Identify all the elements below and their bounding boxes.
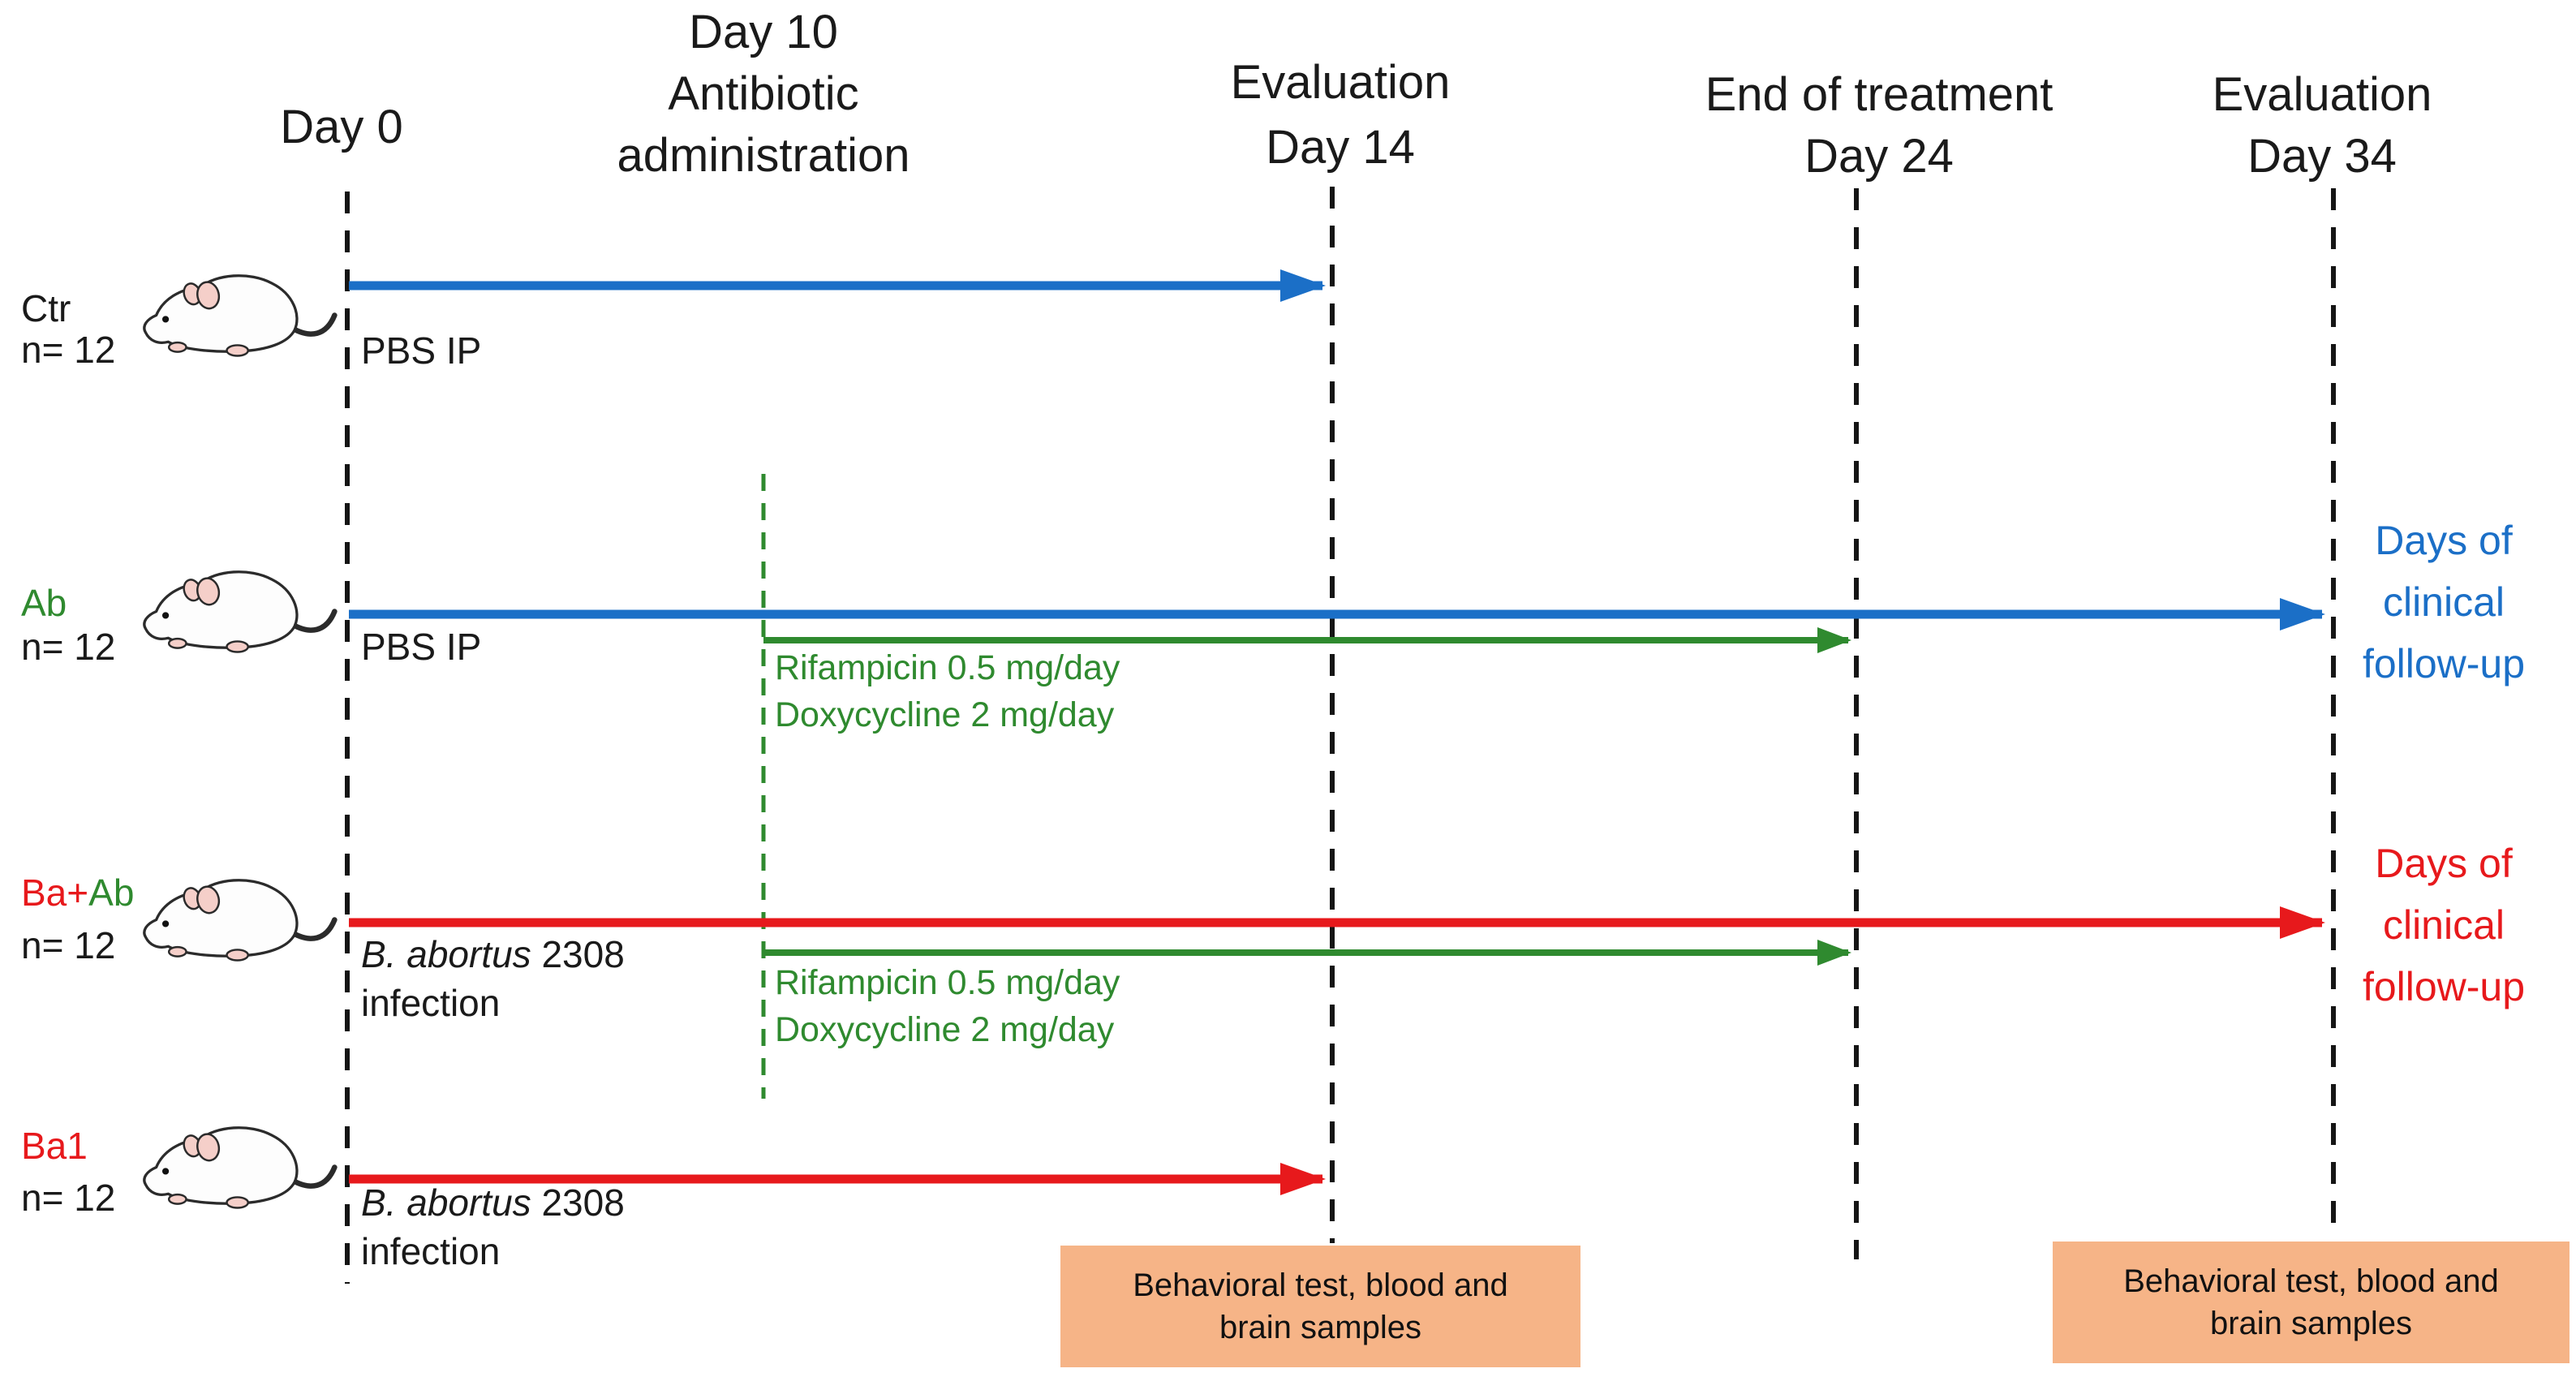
ab-treatment-label: Rifampicin 0.5 mg/day Doxycycline 2 mg/d… <box>775 644 1120 738</box>
header-line: Day 34 <box>2247 130 2397 183</box>
header-line: Day 10 <box>689 6 838 58</box>
group-n-ab: n= 12 <box>21 626 116 668</box>
header-line: End of treatment <box>1705 68 2053 121</box>
samples-box-line2: brain samples <box>2209 1306 2412 1341</box>
day14-samples-box: Behavioral test, blood and brain samples <box>1060 1246 1580 1367</box>
infection-line2: infection <box>361 982 501 1024</box>
followup-line1: Days of <box>2375 518 2513 563</box>
ba-ab-infection-label: B. abortus 2308 infection <box>361 930 625 1027</box>
treatment-line2: Doxycycline 2 mg/day <box>775 695 1115 734</box>
samples-box-line1: Behavioral test, blood and <box>2123 1263 2499 1299</box>
ctr-injection-label: PBS IP <box>361 329 482 372</box>
ba-ab-treatment-label: Rifampicin 0.5 mg/day Doxycycline 2 mg/d… <box>775 959 1120 1053</box>
samples-box-line1: Behavioral test, blood and <box>1133 1267 1508 1303</box>
species-name: B. abortus <box>361 1181 531 1224</box>
infection-line1: B. abortus 2308 <box>361 930 625 979</box>
group-n-ba-ab: n= 12 <box>21 924 116 966</box>
mouse-icon <box>144 1128 335 1208</box>
mouse-icon <box>144 276 335 356</box>
ab-followup-label: Days of clinical follow-up <box>2330 510 2557 695</box>
ba-ab-followup-label: Days of clinical follow-up <box>2330 833 2557 1018</box>
species-name: B. abortus <box>361 933 531 975</box>
ba1-infection-label: B. abortus 2308 infection <box>361 1178 625 1276</box>
infection-line2: infection <box>361 1230 501 1272</box>
group-label-ba1: Ba1 <box>21 1125 88 1167</box>
header-line: Day 24 <box>1804 130 1954 183</box>
header-line: Evaluation <box>2212 68 2432 121</box>
infection-line1: B. abortus 2308 <box>361 1178 625 1227</box>
group-label-ctr: Ctr <box>21 287 71 329</box>
followup-line3: follow-up <box>2362 641 2526 686</box>
header-line: Day 0 <box>280 101 403 153</box>
followup-line3: follow-up <box>2362 964 2526 1009</box>
strain-number: 2308 <box>541 1181 625 1224</box>
strain-number: 2308 <box>541 933 625 975</box>
group-n-ba1: n= 12 <box>21 1177 116 1219</box>
mouse-icon <box>144 880 335 961</box>
ab-injection-label: PBS IP <box>361 626 482 668</box>
header-evaluation-day14: Evaluation Day 14 <box>1231 50 1451 180</box>
treatment-line2: Doxycycline 2 mg/day <box>775 1010 1115 1049</box>
group-label-ab: Ab <box>21 582 67 624</box>
group-label-ab-part: Ab <box>88 871 135 914</box>
day34-samples-box: Behavioral test, blood and brain samples <box>2053 1242 2570 1363</box>
followup-line2: clinical <box>2382 579 2505 625</box>
mouse-icon <box>144 572 335 652</box>
group-n-ctr: n= 12 <box>21 329 116 371</box>
header-line: Day 14 <box>1266 121 1415 174</box>
header-line: administration <box>617 129 910 182</box>
header-line: Antibiotic <box>668 67 859 120</box>
followup-line1: Days of <box>2375 841 2513 886</box>
followup-line2: clinical <box>2382 902 2505 948</box>
group-label-ba-part: Ba+ <box>21 871 89 914</box>
header-end-of-treatment-day24: End of treatment Day 24 <box>1705 64 2053 187</box>
header-day0: Day 0 <box>280 97 403 158</box>
treatment-line1: Rifampicin 0.5 mg/day <box>775 648 1120 687</box>
header-evaluation-day34: Evaluation Day 34 <box>2213 64 2432 187</box>
group-label-ba-ab: Ba+Ab <box>21 870 134 915</box>
samples-box-line2: brain samples <box>1219 1310 1421 1345</box>
header-line: Evaluation <box>1230 56 1451 109</box>
treatment-line1: Rifampicin 0.5 mg/day <box>775 963 1120 1002</box>
header-day10-antibiotic: Day 10 Antibiotic administration <box>617 2 910 187</box>
